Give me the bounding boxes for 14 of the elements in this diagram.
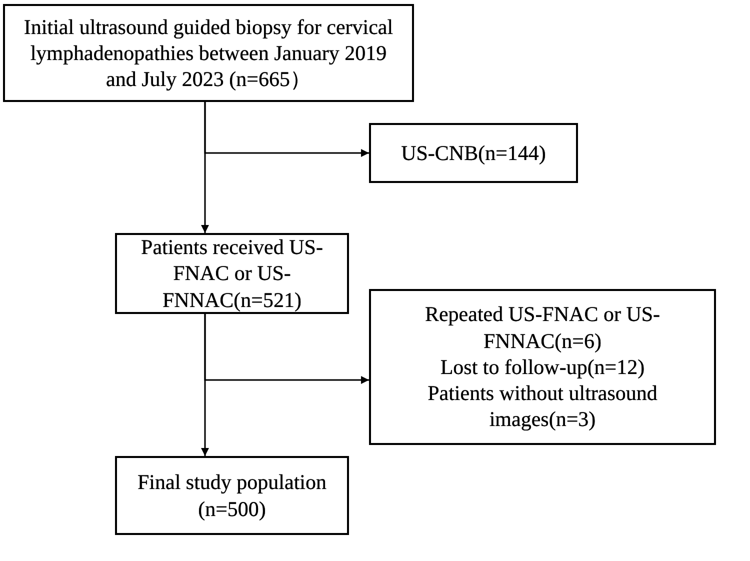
process-box <box>115 456 349 535</box>
process-box <box>369 289 716 445</box>
box-text: US-CNB(n=144) <box>401 140 546 166</box>
process-box <box>369 123 578 183</box>
box-text: Patients received US-FNAC or US-FNNAC(n=521) <box>140 234 324 313</box>
process-box <box>115 233 349 314</box>
arrow <box>204 102 369 157</box>
box-text: Final study population (n=500) <box>136 469 328 522</box>
box-text: Initial ultrasound guided biopsy for cervical lymphadenopathies between January 2019 and July 2023 (n=665） <box>22 14 394 92</box>
box-text: Lost to follow-up(n=12) <box>440 354 645 380</box>
arrow <box>204 314 369 384</box>
box-text: Patients without ultrasound images(n=3) <box>426 380 658 433</box>
box-text: Repeated US-FNAC or US-FNNAC(n=6) <box>424 301 662 354</box>
process-box <box>3 4 414 102</box>
